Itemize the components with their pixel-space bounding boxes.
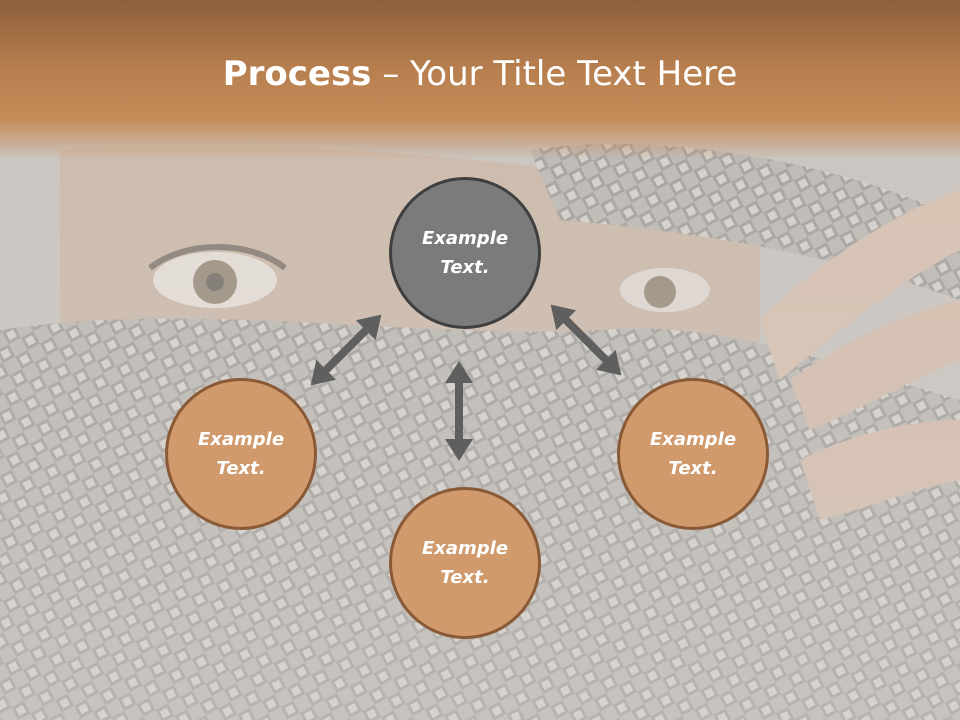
node-bottom-line2: Text.	[440, 567, 490, 588]
node-bottom-line1: Example	[421, 538, 509, 559]
double-headed-arrow-icon	[550, 304, 622, 376]
node-left-line2: Text.	[216, 458, 266, 479]
process-node-top[interactable]: Example Text.	[389, 177, 541, 329]
node-left-line1: Example	[197, 429, 285, 450]
title-rest: – Your Title Text Here	[371, 54, 738, 94]
title-bold: Process	[222, 54, 372, 94]
process-node-left[interactable]: Example Text.	[165, 378, 317, 530]
process-node-bottom[interactable]: Example Text.	[389, 487, 541, 639]
header-band	[0, 0, 960, 160]
double-headed-arrow-icon	[445, 361, 473, 461]
node-top-line2: Text.	[440, 257, 490, 278]
slide-title: Process – Your Title Text Here	[0, 52, 960, 96]
node-right-line2: Text.	[668, 458, 718, 479]
node-top-line1: Example	[421, 228, 509, 249]
process-node-right[interactable]: Example Text.	[617, 378, 769, 530]
double-headed-arrow-icon	[310, 314, 382, 386]
node-right-line1: Example	[649, 429, 737, 450]
